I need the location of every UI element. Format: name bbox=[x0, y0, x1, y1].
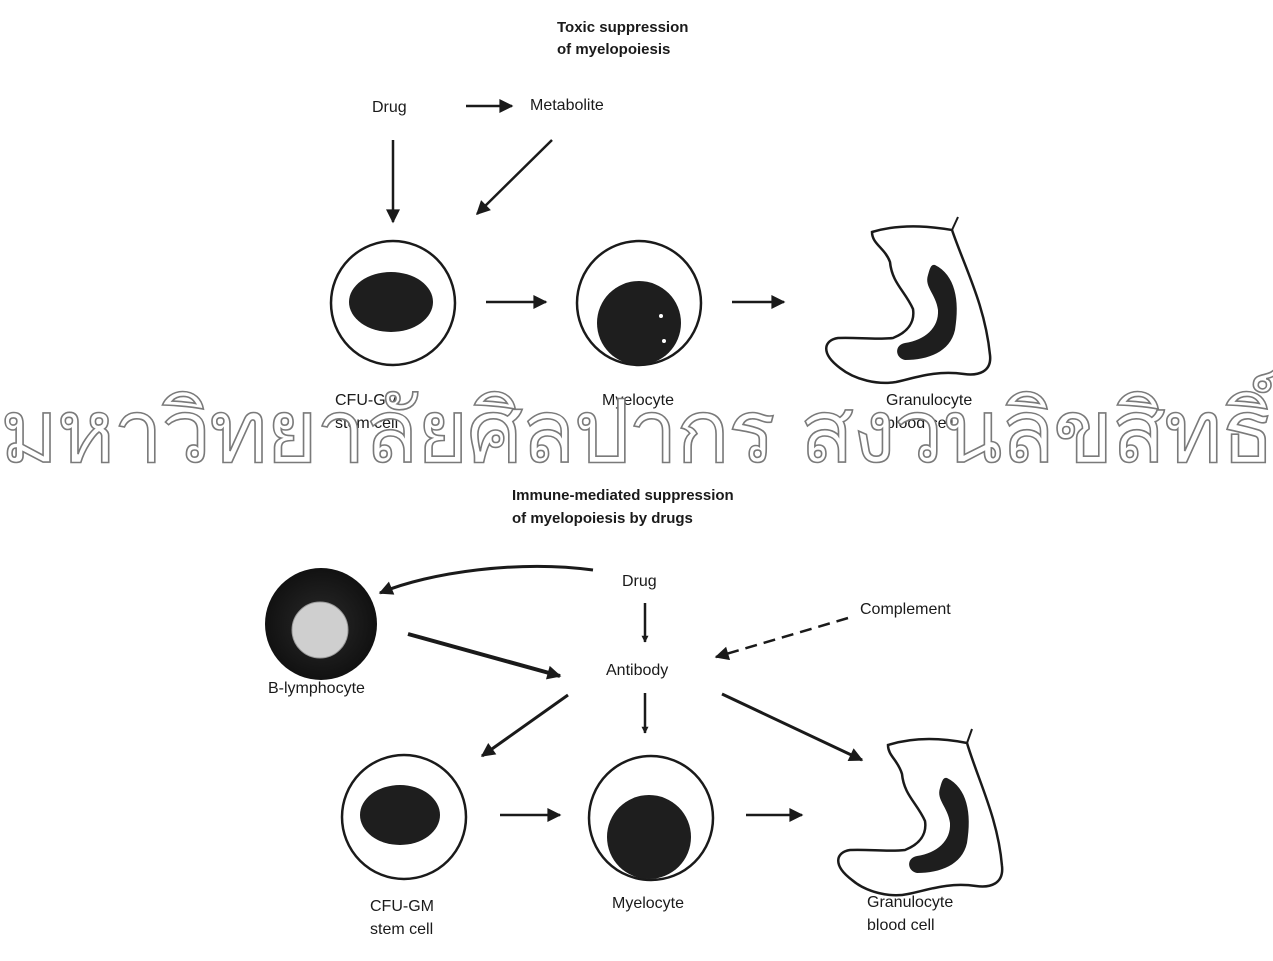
top-drug-label: Drug bbox=[372, 99, 407, 116]
watermark-text: มหาวิทยาลัยศิลปากร สงวนลิขสิทธิ์ bbox=[0, 369, 1273, 483]
top-granulocyte bbox=[826, 217, 990, 383]
bottom-granulocyte-label-line2: blood cell bbox=[867, 917, 935, 934]
bottom-granulocyte bbox=[838, 729, 1002, 895]
antibody-label: Antibody bbox=[606, 662, 668, 679]
bottom-panel: Immune-mediated suppression of myelopoie… bbox=[265, 487, 1002, 938]
drug-to-b-lymphocyte-arrow bbox=[380, 566, 593, 593]
complement-label: Complement bbox=[860, 601, 951, 618]
complement-to-antibody-arrow bbox=[716, 618, 848, 657]
bottom-drug-label: Drug bbox=[622, 573, 657, 590]
b-lymphocyte-to-antibody-arrow bbox=[408, 634, 560, 676]
bottom-myelocyte bbox=[589, 756, 713, 880]
bottom-stem-label-line1: CFU-GM bbox=[370, 898, 434, 915]
top-title-line2: of myelopoiesis bbox=[557, 41, 670, 58]
top-panel: Toxic suppression of myelopoiesis Drug M… bbox=[331, 19, 990, 432]
antibody-to-granulocyte-arrow bbox=[722, 694, 862, 760]
bottom-granulocyte-label-line1: Granulocyte bbox=[867, 894, 953, 911]
bottom-myelocyte-label: Myelocyte bbox=[612, 895, 684, 912]
top-title-line1: Toxic suppression bbox=[557, 19, 688, 36]
metabolite-label: Metabolite bbox=[530, 97, 604, 114]
b-lymphocyte-label: B-lymphocyte bbox=[268, 680, 365, 697]
metabolite-to-stem-arrow bbox=[477, 140, 552, 214]
antibody-to-stem-arrow bbox=[482, 695, 568, 756]
bottom-title-line1: Immune-mediated suppression bbox=[512, 487, 734, 504]
b-lymphocyte-cell bbox=[265, 568, 377, 680]
top-myelocyte bbox=[577, 241, 701, 365]
top-stem-cell bbox=[331, 241, 455, 365]
bottom-title-line2: of myelopoiesis by drugs bbox=[512, 510, 693, 527]
bottom-stem-label-line2: stem cell bbox=[370, 921, 433, 938]
bottom-stem-cell bbox=[342, 755, 466, 879]
